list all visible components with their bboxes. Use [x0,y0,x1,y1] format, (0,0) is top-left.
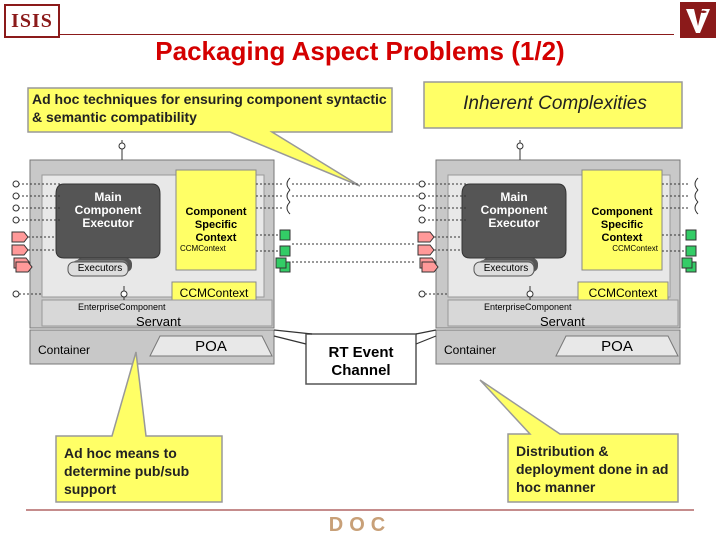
callout-top-left-shape [27,87,393,187]
servant-right-label: Servant [540,314,585,329]
context-right-label: Component Specific Context [591,206,653,244]
page-title: Packaging Aspect Problems (1/2) [155,36,565,66]
executors-left-label: Executors [77,263,123,274]
inter-container-connectors [292,183,418,263]
enterprise-component-right-label: EnterpriseComponent [484,302,572,312]
callout-bottom-left-text: Ad hoc means to determine pub/sub suppor… [64,445,190,497]
servant-right-bar [447,299,679,327]
callout-bottom-right-text: Distribution & deployment done in ad hoc… [516,443,669,495]
callout-top-right-text: Inherent Complexities [463,93,647,114]
enterprise-component-left-label: EnterpriseComponent [78,302,166,312]
bottom-port-right [526,286,534,300]
left-facets [11,180,60,298]
isis-logo: ISIS [4,4,60,38]
executors-right-label: Executors [483,263,529,274]
ccm-context-left-label: CCMContext [179,286,249,300]
context-left-box [175,169,257,271]
callout-bottom-left-shape [55,351,223,503]
executors-left-tab-1 [67,261,129,277]
header-rule [60,34,674,35]
callout-top-left-text: Ad hoc techniques for ensuring component… [32,91,387,125]
poa-left-label: POA [195,338,227,355]
ccm-context-right-small: CCMContext [612,244,658,253]
event-channel-box [305,333,417,385]
callout-top-right-shape [423,81,683,129]
left-receptacles [256,177,291,273]
poa-right-label: POA [601,338,633,355]
container-left-label: Container [38,343,91,357]
ccm-context-right-label: CCMContext [588,286,658,300]
right-receptacles [662,177,699,273]
callout-bottom-right-shape [479,379,679,503]
poa-left-tab [149,335,273,357]
top-port-left [118,140,126,160]
main-executor-right-label: Main Component Executor [480,190,548,230]
ccm-context-left-small: CCMContext [180,244,226,253]
event-channel-links [273,329,437,345]
top-port-right [516,140,524,160]
vanderbilt-logo-icon [680,2,716,38]
poa-right-tab [555,335,679,357]
context-right-box [581,169,663,271]
event-channel-label: RT Event Channel [328,344,394,379]
executor-left-shape [55,183,161,259]
container-right-label: Container [444,343,497,357]
executors-right-tab-1 [473,261,535,277]
main-executor-left-label: Main Component Executor [74,190,142,230]
doc-logo: DOC [328,514,392,536]
servant-left-label: Servant [136,314,181,329]
servant-left-bar [41,299,273,327]
context-left-label: Component Specific Context [185,206,247,244]
right-facets [417,180,466,298]
bottom-port-left [120,286,128,300]
executor-right-shape [461,183,567,259]
